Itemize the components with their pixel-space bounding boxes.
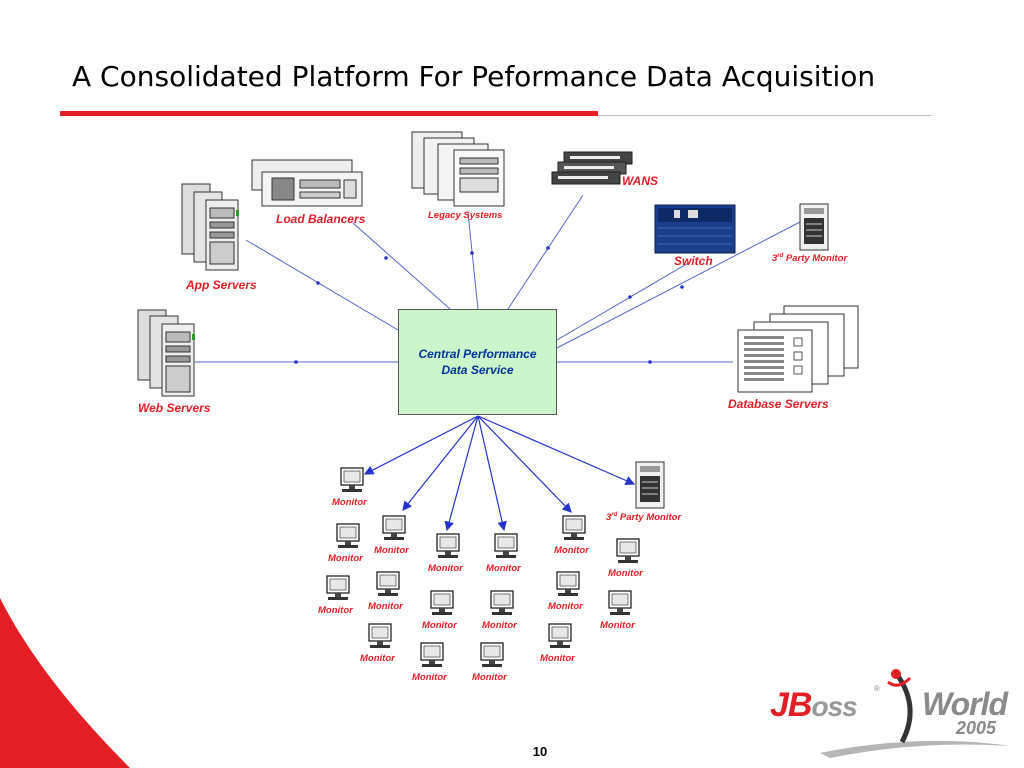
monitor-icon [562,515,586,540]
corner-swoosh [0,598,130,768]
legacy-systems-label: Legacy Systems [428,210,503,221]
switch-icon [654,204,736,254]
title-accent-bar [60,111,598,116]
logo-swoosh-icon [820,669,1010,758]
monitor-icon [556,571,580,596]
web-servers-label: Web Servers [138,401,211,415]
monitor-label: Monitor [548,601,583,612]
legacy-systems-icon [411,131,505,207]
monitor-label: Monitor [368,601,403,612]
title-divider-line [598,115,931,116]
switch-label: Switch [674,254,713,268]
monitor-label: Monitor [422,620,457,631]
database-servers-icon [737,305,859,393]
monitor-icon [420,642,444,667]
third-party-monitor-label-bottom: 3rd Party Monitor [606,512,682,524]
logo-world-text: World [922,686,1008,722]
monitor-icon [336,523,360,548]
monitor-label: Monitor [374,545,409,556]
monitor-label: Monitor [600,620,635,631]
logo-jboss-text: JBoss [770,686,858,724]
monitor-label: Monitor [472,672,507,683]
monitor-label: Monitor [482,620,517,631]
third-party-monitor-label-top: 3rd Party Monitor [772,253,848,265]
third-party-monitor-icon-bottom [635,461,665,509]
monitor-icon [340,467,364,492]
monitor-icon [608,590,632,615]
database-servers-label: Database Servers [728,397,829,411]
central-service-label: Central Performance Data Service [418,347,537,377]
monitor-label: Monitor [328,553,363,564]
logo-registered-mark: ® [874,684,880,693]
monitor-label: Monitor [412,672,447,683]
monitor-label: Monitor [428,563,463,574]
wans-icon [551,151,633,185]
monitor-icon [616,538,640,563]
monitor-label: Monitor [486,563,521,574]
monitor-icon [326,575,350,600]
monitor-icon [436,533,460,558]
monitor-icon [548,623,572,648]
monitor-label: Monitor [608,568,643,579]
monitor-icon [382,515,406,540]
monitor-label: Monitor [554,545,589,556]
logo-year-text: 2005 [956,718,997,738]
monitor-icon [494,533,518,558]
monitor-label: Monitor [332,497,367,508]
load-balancers-label: Load Balancers [276,212,366,226]
monitor-label: Monitor [540,653,575,664]
central-performance-data-service: Central Performance Data Service [398,309,557,415]
jboss-world-logo: JBoss ® World 2005 [770,668,1020,768]
monitor-label: Monitor [360,653,395,664]
monitor-icon [480,642,504,667]
app-servers-icon [181,183,239,271]
monitor-icon [368,623,392,648]
app-servers-label: App Servers [186,278,257,292]
web-servers-icon [137,309,195,397]
monitor-label: Monitor [318,605,353,616]
monitor-icon [430,590,454,615]
monitor-icon [490,590,514,615]
monitor-icon [376,571,400,596]
page-number: 10 [532,744,548,759]
third-party-monitor-icon-top [799,203,829,251]
slide-title: A Consolidated Platform For Peformance D… [72,60,876,93]
wans-label: WANS [622,174,658,188]
load-balancers-icon [251,159,363,207]
